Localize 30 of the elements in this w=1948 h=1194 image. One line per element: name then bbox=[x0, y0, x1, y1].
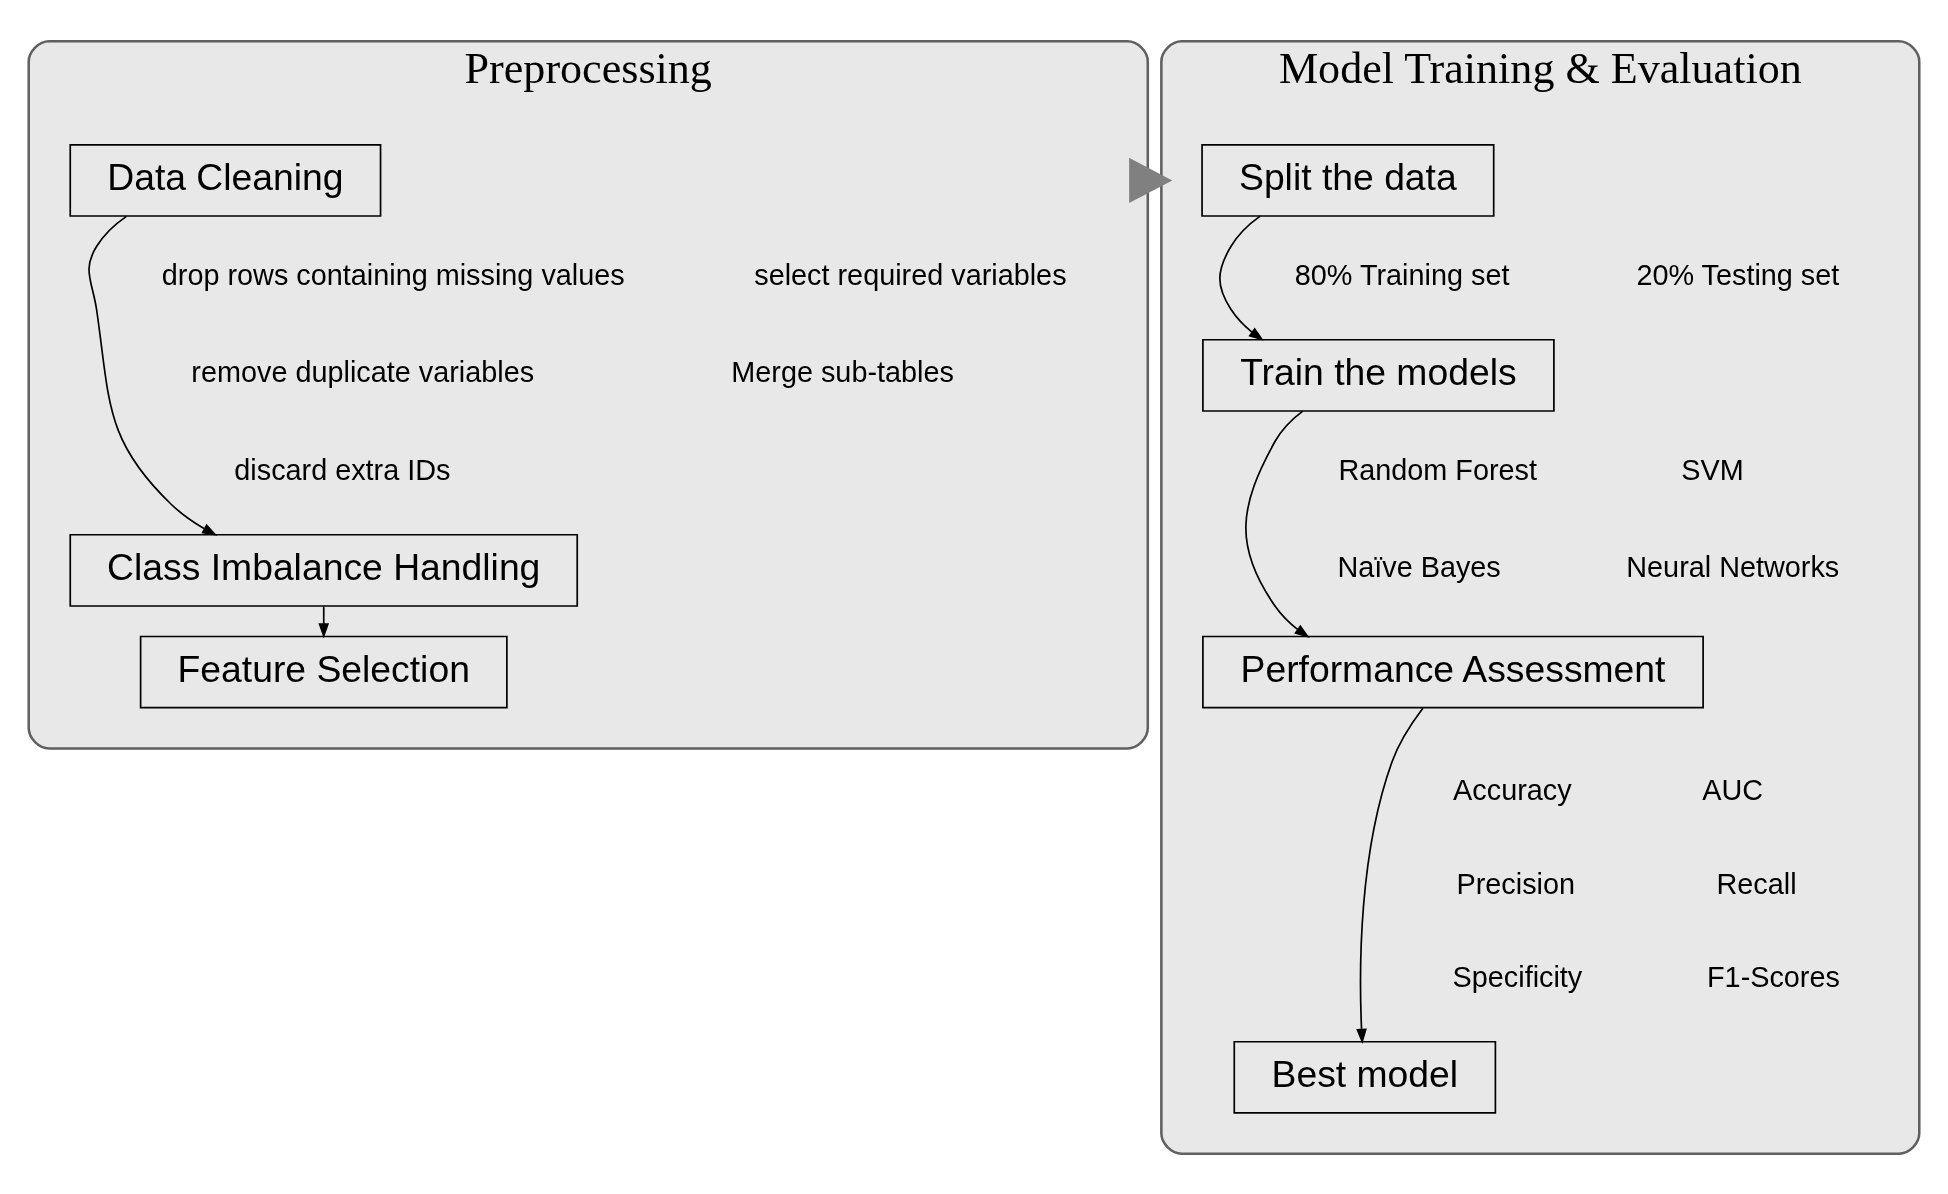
label: select required variables bbox=[754, 258, 1067, 291]
label: 20% Testing set bbox=[1636, 258, 1840, 291]
arrow bbox=[1129, 157, 1173, 203]
arrow bbox=[1245, 409, 1310, 638]
arrow bbox=[88, 215, 218, 536]
label: 80% Training set bbox=[1294, 258, 1510, 291]
label: SVM bbox=[1681, 453, 1744, 486]
label: F1-Scores bbox=[1707, 960, 1840, 993]
node-box: Best model bbox=[1233, 1040, 1497, 1114]
node-box: Data Cleaning bbox=[69, 143, 382, 217]
node-box: Train the models bbox=[1202, 338, 1555, 412]
node-box: Feature Selection bbox=[139, 635, 508, 709]
label: Precision bbox=[1456, 867, 1575, 900]
label: discard extra IDs bbox=[234, 453, 451, 486]
label: Specificity bbox=[1452, 960, 1583, 993]
label: drop rows containing missing values bbox=[161, 258, 625, 291]
node-box: Performance Assessment bbox=[1202, 635, 1704, 709]
label: Merge sub-tables bbox=[731, 355, 954, 388]
arrow bbox=[1356, 706, 1424, 1044]
label: Accuracy bbox=[1453, 773, 1572, 806]
label: Naïve Bayes bbox=[1337, 550, 1501, 583]
label: Recall bbox=[1716, 867, 1797, 900]
label: Neural Networks bbox=[1626, 550, 1840, 583]
label: remove duplicate variables bbox=[191, 355, 535, 388]
node-box: Split the data bbox=[1201, 143, 1495, 217]
label: AUC bbox=[1702, 773, 1764, 806]
node-box: Class Imbalance Handling bbox=[69, 533, 579, 607]
label: Random Forest bbox=[1338, 453, 1538, 486]
arrow bbox=[1219, 214, 1264, 341]
arrow bbox=[318, 605, 330, 638]
